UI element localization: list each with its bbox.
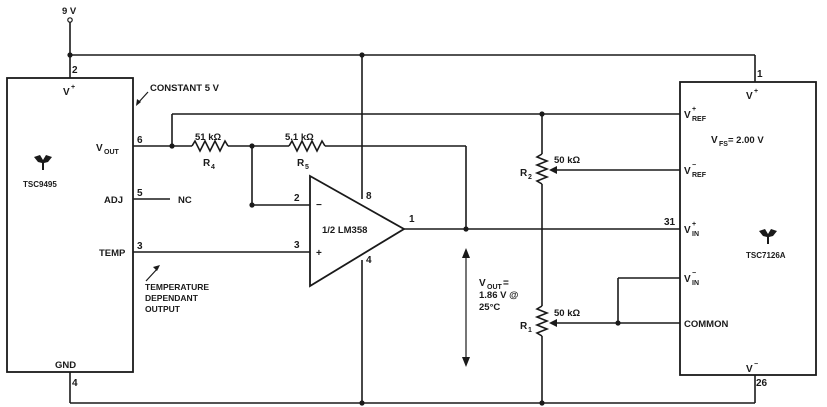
potentiometer-r1: 50 kΩ R 1	[520, 277, 680, 403]
u1-part-name: TSC9495	[23, 180, 57, 189]
u2-vref-plus-sup: +	[692, 106, 696, 113]
u2-vplus-label: V	[746, 91, 753, 102]
u2-vfs-label: V	[711, 135, 718, 146]
u2-vminus-label: V	[746, 364, 753, 375]
opamp-pin-minus: 2	[294, 193, 300, 204]
r1-name: R	[520, 321, 528, 332]
resistor-r5: 5.1 kΩ R 5	[252, 132, 467, 229]
u2-vin-minus-label: V	[684, 274, 691, 285]
vout-note-value: 1.86 V @	[479, 290, 518, 301]
opamp-lm358: − + 1/2 LM358 2 3 8 4 1	[294, 174, 415, 288]
teledyne-logo-icon	[759, 229, 777, 244]
u1-pin-adj-number: 5	[137, 188, 143, 199]
vout-note-v: V	[479, 278, 486, 289]
temp-note-line2: DEPENDANT	[145, 293, 199, 303]
r5-name: R	[297, 158, 305, 169]
opamp-minus-sign: −	[316, 200, 322, 211]
r2-name: R	[520, 168, 528, 179]
u1-vplus-label: V	[63, 87, 70, 98]
vout-arrow: V OUT = 1.86 V @ 25°C	[462, 248, 518, 367]
u2-vref-plus-label: V	[684, 110, 691, 121]
u2-vref-minus-sup: −	[692, 162, 696, 169]
r4-sub: 4	[211, 164, 215, 171]
vout-note-eq: =	[503, 278, 509, 289]
u2-pin-vplus-number: 1	[757, 69, 763, 80]
r4-value: 51 kΩ	[195, 132, 221, 143]
r2-value: 50 kΩ	[554, 155, 580, 166]
u2-vin-minus-sup: −	[692, 270, 696, 277]
opamp-plus-sign: +	[316, 248, 322, 259]
r2-sub: 2	[528, 174, 532, 181]
u1-pins: 6 5 NC 3	[133, 135, 310, 253]
vref-plus-net	[169, 111, 680, 149]
supply-rail: 9 V	[62, 6, 756, 82]
u1-adj-label: ADJ	[104, 195, 123, 206]
r4-name: R	[203, 158, 211, 169]
u2-pin-vin-plus-number: 31	[664, 217, 676, 228]
opamp-name: 1/2 LM358	[322, 225, 367, 236]
constant-5v-annotation: CONSTANT 5 V	[136, 83, 220, 106]
u2-vin-plus-label: V	[684, 225, 691, 236]
u2-vref-minus-sub: REF	[692, 172, 707, 179]
temp-note-line1: TEMPERATURE	[145, 282, 209, 292]
u1-vplus-sup: +	[71, 84, 75, 91]
supply-label: 9 V	[62, 6, 77, 17]
r1-value: 50 kΩ	[554, 308, 580, 319]
u2-vminus-sup: −	[754, 361, 758, 368]
u1-gnd-label: GND	[55, 360, 76, 371]
ic-tsc7126a: 1 V + V + REF V FS = 2.00 V V − REF V + …	[664, 69, 817, 389]
u2-common-label: COMMON	[684, 319, 728, 330]
u1-vout-sub: OUT	[104, 149, 120, 156]
temperature-annotation: TEMPERATURE DEPENDANT OUTPUT	[145, 265, 209, 314]
r5-value: 5.1 kΩ	[285, 132, 314, 143]
opamp-pin-plus: 3	[294, 240, 300, 251]
u2-vref-plus-sub: REF	[692, 116, 707, 123]
u1-pin-vout-number: 6	[137, 135, 143, 146]
u1-pin-gnd-number: 4	[72, 378, 78, 389]
u2-vfs-value: = 2.00 V	[728, 135, 764, 146]
u2-part-name: TSC7126A	[746, 251, 786, 260]
resistor-r4: 51 kΩ R 4	[172, 132, 255, 171]
constant-5v-note: CONSTANT 5 V	[150, 83, 220, 94]
teledyne-logo-icon	[34, 155, 52, 170]
ic-tsc9495: 2 V + V OUT ADJ TEMP GND 4 TSC9495	[6, 65, 134, 389]
inverting-input-net	[249, 146, 310, 208]
u2-vin-minus-sub: IN	[692, 280, 699, 287]
opamp-pin-vcc: 8	[366, 191, 372, 202]
u2-pin-vminus-number: 26	[756, 378, 768, 389]
u2-vref-minus-label: V	[684, 166, 691, 177]
r1-sub: 1	[528, 327, 532, 334]
u2-vin-plus-sup: +	[692, 221, 696, 228]
u2-vin-plus-sub: IN	[692, 231, 699, 238]
opamp-pin-out: 1	[409, 214, 415, 225]
ground-rail	[69, 260, 756, 406]
u1-pin-temp-number: 3	[137, 241, 143, 252]
potentiometer-r2: 50 kΩ R 2	[520, 114, 680, 306]
opamp-pin-gnd: 4	[366, 255, 372, 266]
u1-pin-vplus-number: 2	[72, 65, 78, 76]
u1-vout-label: V	[96, 143, 103, 154]
u1-temp-label: TEMP	[99, 248, 126, 259]
u2-vplus-sup: +	[754, 88, 758, 95]
temp-note-line3: OUTPUT	[145, 304, 181, 314]
vout-note-sub: OUT	[487, 284, 503, 291]
r5-sub: 5	[305, 164, 309, 171]
nc-label: NC	[178, 195, 192, 206]
u2-vfs-sub: FS	[719, 141, 728, 148]
vout-note-temp: 25°C	[479, 302, 500, 313]
